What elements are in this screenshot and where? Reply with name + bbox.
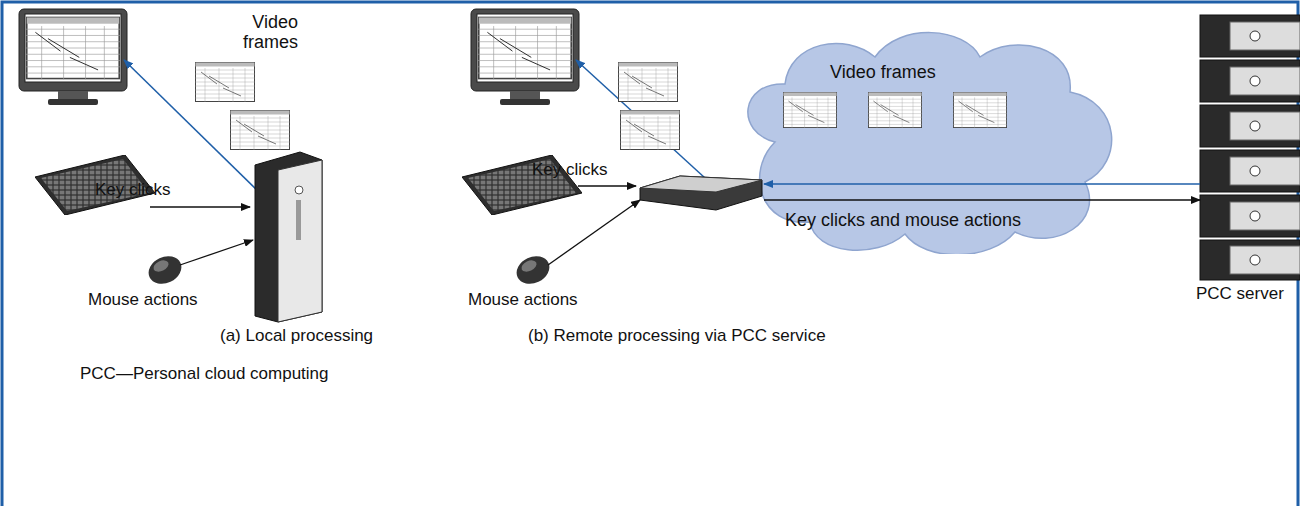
server-node: PCC server	[1190, 10, 1300, 310]
region-label: Key clicks and mouse actions	[785, 210, 1021, 230]
panel-caption: (b) Remote processing via PCC service	[528, 326, 826, 346]
video-stream-line	[764, 183, 1200, 185]
cloud-region: Video framesKey clicks and mouse actions	[735, 22, 1120, 254]
annotation-label: Mouse actions	[88, 290, 198, 310]
annotation-label: Video frames	[228, 12, 298, 52]
annotation-label: Key clicks	[95, 180, 171, 200]
region-label: Video frames	[830, 62, 936, 82]
node-caption: PCC server	[1196, 284, 1284, 304]
input-stream-line	[764, 199, 1200, 201]
footnote: PCC—Personal cloud computing	[80, 364, 329, 384]
panel-caption: (a) Local processing	[220, 326, 373, 346]
annotation-label: Key clicks	[532, 160, 608, 180]
annotation-label: Mouse actions	[468, 290, 578, 310]
thin-client-device	[640, 176, 762, 210]
